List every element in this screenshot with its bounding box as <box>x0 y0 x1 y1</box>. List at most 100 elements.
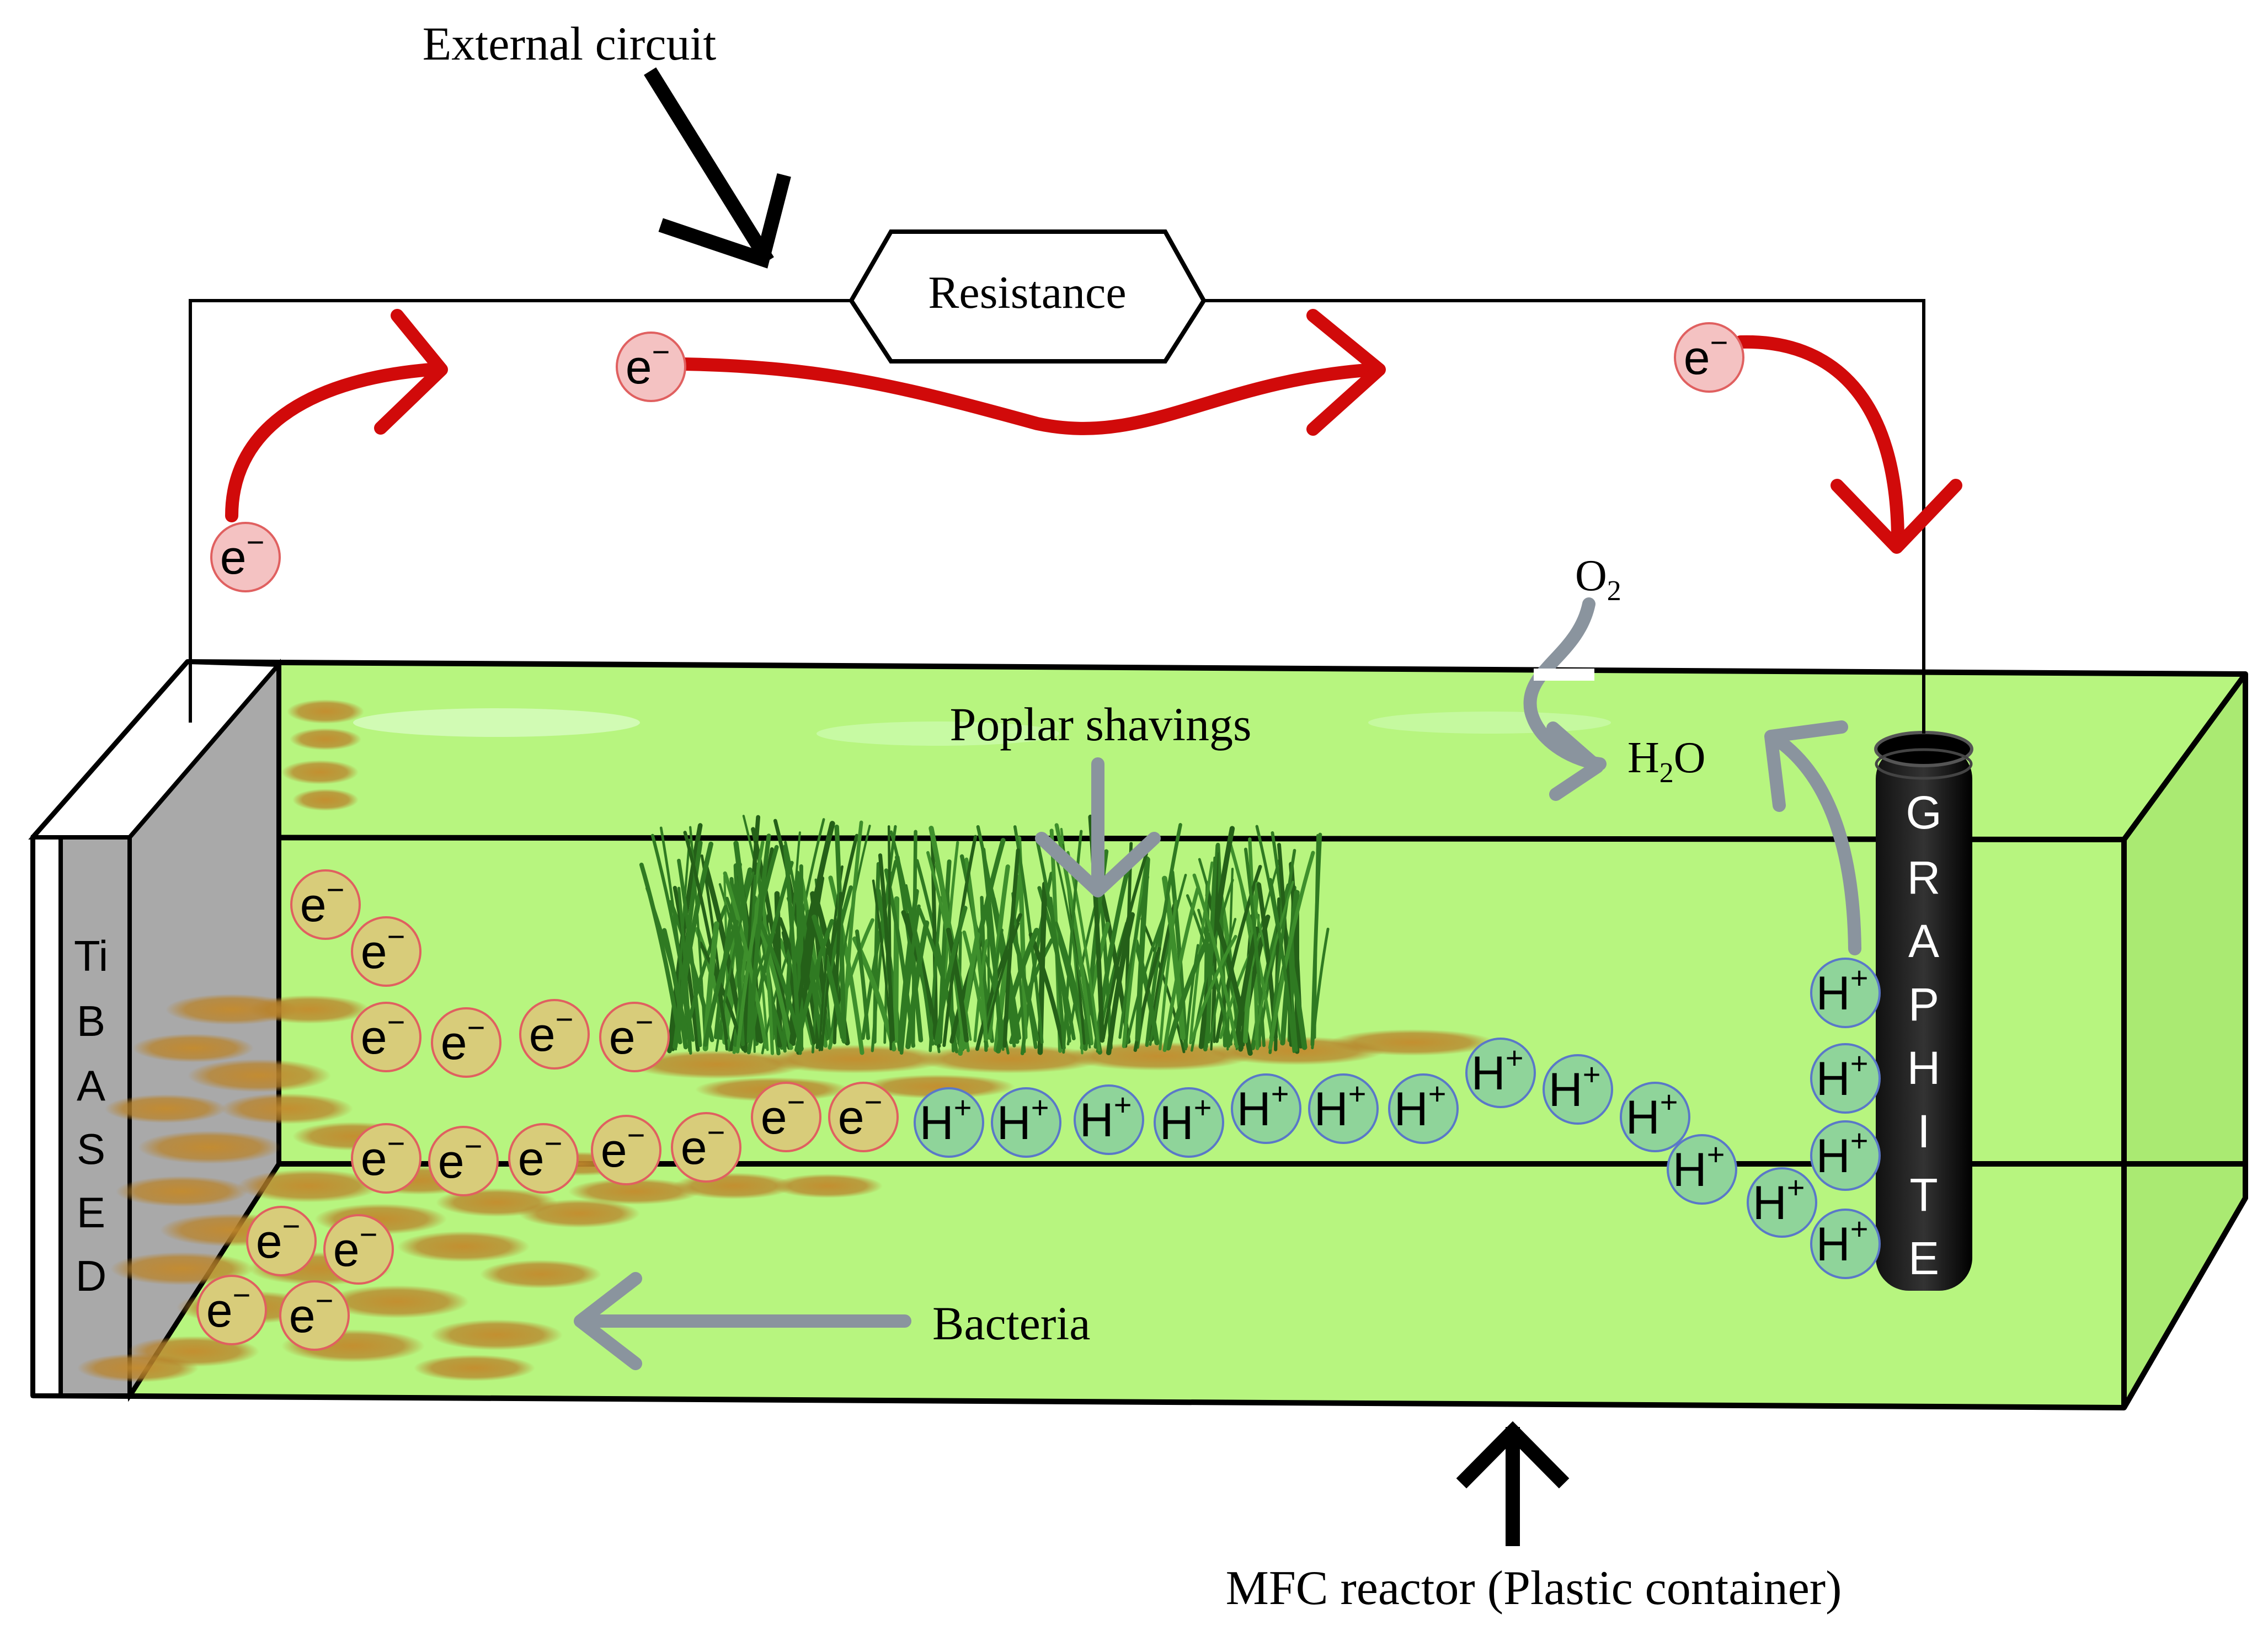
electron-liquid-charge: − <box>707 1115 725 1150</box>
shaving-strand <box>748 833 771 1040</box>
shaving-strand <box>645 886 691 1046</box>
electron-liquid-charge: − <box>282 1209 301 1243</box>
proton-label: H+ <box>1753 1170 1805 1230</box>
electron-liquid: e− <box>279 1280 350 1351</box>
proton-symbol: H <box>1080 1094 1114 1147</box>
electron-liquid-charge: − <box>360 1217 378 1252</box>
electron-liquid: e− <box>196 1275 267 1345</box>
surface-highlight <box>353 708 640 737</box>
proton-label: H+ <box>1816 1211 1869 1271</box>
electron-liquid-circle <box>290 869 361 940</box>
electron-liquid: e− <box>290 869 361 940</box>
cathode-letter: R <box>1907 852 1941 904</box>
shaving-strand <box>899 904 921 1055</box>
shaving-strand <box>973 939 989 1043</box>
proton-charge: + <box>1271 1076 1289 1111</box>
electron-liquid-label: e− <box>518 1126 563 1185</box>
electron-liquid-label: e− <box>300 872 345 932</box>
anode-plate-edge <box>31 835 63 1398</box>
graphite-rod-ring <box>1875 748 1973 780</box>
electron-liquid-label: e− <box>529 1002 574 1061</box>
proton-symbol: H <box>997 1097 1031 1150</box>
electron-flow-arrowhead <box>1306 309 1386 436</box>
electron-liquid-charge: − <box>787 1084 805 1119</box>
shaving-strand <box>1002 848 1020 1048</box>
anode-letter: B <box>77 997 105 1045</box>
cathode-letter: H <box>1907 1042 1941 1094</box>
proton-label: H+ <box>997 1090 1049 1150</box>
shaving-strand <box>1198 826 1235 1049</box>
proton-label: H+ <box>1549 1057 1601 1116</box>
proton: H+ <box>1810 1209 1881 1279</box>
anode-plate <box>28 659 284 1402</box>
bacteria-cluster <box>132 1034 254 1062</box>
proton-circle <box>1810 1209 1881 1279</box>
electron-air-circle <box>616 332 686 402</box>
proton-circle <box>1388 1073 1459 1144</box>
shaving-strand <box>905 884 932 1041</box>
electron-liquid-symbol: e <box>838 1091 864 1144</box>
water-label-h: H <box>1627 734 1659 782</box>
electron-liquid-symbol: e <box>529 1008 556 1061</box>
electron-liquid-circle <box>351 1002 421 1072</box>
water-label: H2O <box>1627 734 1706 789</box>
proton-pointer-head <box>1764 720 1848 812</box>
shaving-strand <box>964 857 989 1041</box>
shaving-strand <box>1189 861 1214 1045</box>
shaving-strand <box>1062 830 1083 1054</box>
electron-air-label: e− <box>220 525 265 584</box>
reactor-pointer <box>1456 1421 1570 1546</box>
electron-liquid-charge: − <box>636 1004 654 1039</box>
proton-charge: + <box>1506 1040 1524 1075</box>
oxygen-pointer-head <box>1546 721 1604 801</box>
electron-liquid-circle <box>591 1115 661 1185</box>
proton-symbol: H <box>1626 1091 1660 1144</box>
proton-charge: + <box>1850 1211 1869 1246</box>
electron-liquid-symbol: e <box>681 1121 707 1174</box>
proton-label: H+ <box>1314 1076 1367 1136</box>
proton-circle <box>1231 1073 1301 1144</box>
electron-liquid-label: e− <box>761 1084 805 1144</box>
shaving-strand <box>758 920 804 1051</box>
bacteria-cluster <box>290 728 361 750</box>
external-circuit-label: External circuit <box>423 17 717 70</box>
shaving-strand <box>1135 857 1150 1042</box>
shaving-strand <box>946 927 969 1043</box>
electron-liquid-circle <box>751 1082 821 1152</box>
proton-symbol: H <box>1160 1097 1194 1150</box>
electron-liquid-circle <box>428 1126 499 1196</box>
bacteria-cluster <box>397 1231 530 1262</box>
electron-liquid-charge: − <box>327 872 345 907</box>
electron-air: e− <box>210 522 281 592</box>
proton-circle <box>1465 1038 1536 1108</box>
electron-flow-arrowhead <box>1831 479 1962 554</box>
shaving-strand <box>1244 847 1266 1047</box>
electron-liquid: e− <box>508 1123 579 1194</box>
bacteria-cluster <box>480 1260 601 1289</box>
electron-liquid-circle <box>671 1112 741 1183</box>
shaving-strand <box>1101 852 1148 1040</box>
electron-liquid-charge: − <box>627 1118 645 1152</box>
reactor-label: MFC reactor (Plastic container) <box>1226 1562 1842 1615</box>
shaving-strand <box>1234 926 1260 1047</box>
electron-liquid-charge: − <box>467 1010 485 1045</box>
proton-label: H+ <box>920 1090 972 1150</box>
pointer-arrows <box>574 597 1861 1370</box>
bacteria-cluster <box>430 1319 563 1350</box>
electron-air-symbol: e <box>626 341 652 394</box>
proton-charge: + <box>1787 1170 1805 1205</box>
electron-flow-arrowhead <box>374 309 448 435</box>
electron-liquid-label: e− <box>681 1115 725 1174</box>
cathode-letter: I <box>1917 1105 1930 1157</box>
bacteria-cluster <box>138 1131 281 1164</box>
proton-symbol: H <box>1549 1063 1583 1116</box>
electron-air-label: e− <box>1684 325 1728 384</box>
bacteria-cluster <box>1330 1029 1495 1056</box>
electron-air: e− <box>616 332 686 402</box>
proton-circle <box>1810 1043 1881 1114</box>
proton-label: H+ <box>1394 1076 1447 1136</box>
electron-liquid-symbol: e <box>441 1017 467 1070</box>
